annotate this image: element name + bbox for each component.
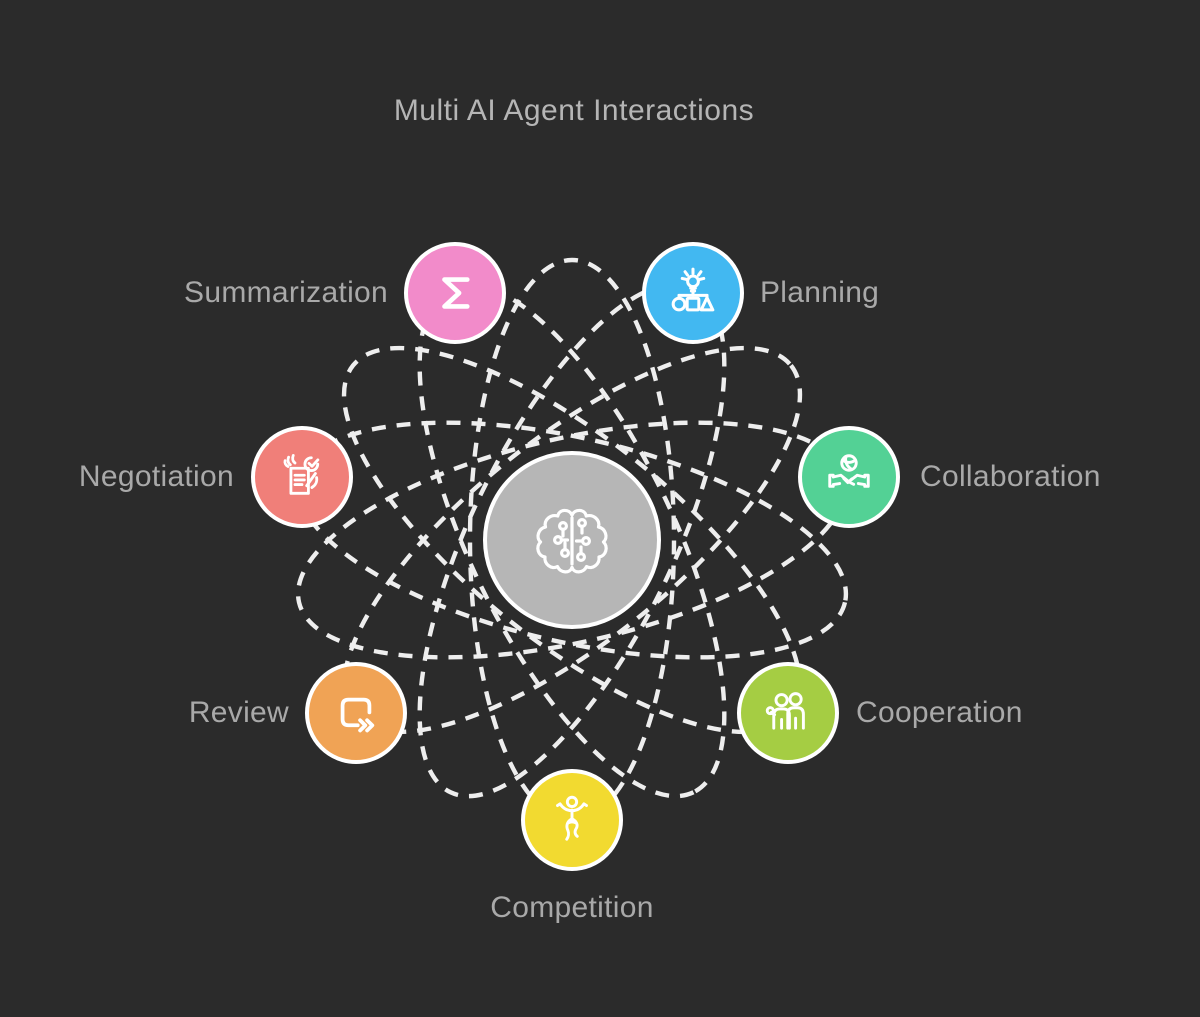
node-review [305, 662, 407, 764]
node-label-negotiation: Negotiation [78, 460, 234, 493]
node-collaboration [798, 426, 900, 528]
node-summarization [404, 242, 506, 344]
node-competition [521, 769, 623, 871]
repeat-arrow-icon [340, 697, 375, 733]
node-label-collaboration: Collaboration [920, 460, 1101, 493]
contract-check-icon [283, 454, 320, 495]
team-people-icon [765, 692, 805, 730]
center-hub [483, 451, 661, 629]
node-label-review: Review [188, 696, 289, 729]
winner-person-icon [556, 795, 588, 841]
node-label-planning: Planning [760, 276, 880, 309]
node-planning [642, 242, 744, 344]
diagram-title: Multi AI Agent Interactions [393, 94, 755, 127]
sigma-icon [442, 277, 470, 309]
node-label-competition: Competition [490, 891, 654, 924]
lightbulb-plan-icon [671, 267, 715, 312]
node-cooperation [737, 662, 839, 764]
node-negotiation [251, 426, 353, 528]
node-label-cooperation: Cooperation [856, 696, 1023, 729]
handshake-globe-icon [828, 454, 870, 488]
ai-brain-icon [536, 508, 608, 574]
node-label-summarization: Summarization [184, 276, 388, 309]
